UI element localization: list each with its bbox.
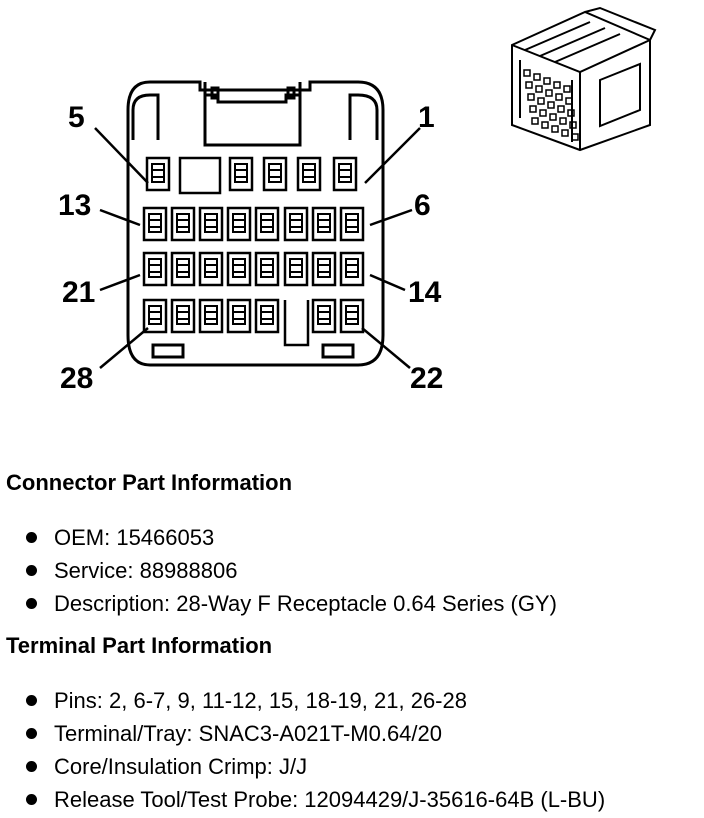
iso-pin	[535, 85, 543, 93]
bullet-icon	[26, 761, 37, 772]
list-item: Pins: 2, 6-7, 9, 11-12, 15, 18-19, 21, 2…	[22, 684, 605, 717]
cavity	[254, 298, 280, 334]
cavity	[228, 156, 254, 192]
cavity	[339, 298, 365, 334]
bullet-icon	[26, 728, 37, 739]
cavity	[226, 298, 252, 334]
list-item: Service: 88988806	[22, 554, 557, 587]
terminal-release-tool: Release Tool/Test Probe: 12094429/J-3561…	[54, 787, 606, 812]
bullet-icon	[26, 598, 37, 609]
pin-label-13: 13	[58, 189, 91, 222]
cavity	[142, 298, 168, 334]
cavity	[311, 206, 337, 242]
bullet-icon	[26, 532, 37, 543]
pin-label-22: 22	[410, 362, 443, 395]
cavity	[283, 206, 309, 242]
iso-pin	[567, 109, 575, 117]
cavity	[339, 251, 365, 287]
connector-info-list: OEM: 15466053 Service: 88988806 Descript…	[22, 521, 557, 620]
cavity	[142, 206, 168, 242]
terminal-info-title: Terminal Part Information	[6, 633, 273, 658]
terminal-info-list: Pins: 2, 6-7, 9, 11-12, 15, 18-19, 21, 2…	[22, 684, 605, 816]
pin-label-6: 6	[414, 189, 431, 222]
iso-pin	[553, 81, 561, 89]
bullet-icon	[26, 695, 37, 706]
pin-cavities	[142, 156, 365, 347]
cavity	[332, 156, 358, 192]
iso-pin	[549, 113, 557, 121]
iso-pin	[559, 117, 567, 125]
cavity	[296, 156, 322, 192]
cavity	[283, 251, 309, 287]
connector-service: Service: 88988806	[54, 558, 238, 583]
cavity	[198, 251, 224, 287]
connector-3d-illustration	[511, 6, 657, 152]
iso-pin	[547, 101, 555, 109]
list-item: Terminal/Tray: SNAC3-A021T-M0.64/20	[22, 717, 605, 750]
iso-pin	[541, 121, 549, 129]
cavity	[254, 206, 280, 242]
iso-pin	[561, 129, 569, 137]
iso-pin	[545, 89, 553, 97]
cavity	[198, 206, 224, 242]
terminal-tray: Terminal/Tray: SNAC3-A021T-M0.64/20	[54, 721, 442, 746]
iso-pin	[571, 133, 579, 141]
iso-pin	[557, 105, 565, 113]
cavity	[170, 251, 196, 287]
iso-pin	[563, 85, 571, 93]
connector-face	[126, 80, 385, 367]
cavity	[170, 206, 196, 242]
connector-description: Description: 28-Way F Receptacle 0.64 Se…	[54, 591, 557, 616]
iso-pin	[543, 77, 551, 85]
leader-lines	[94, 127, 421, 369]
key-slot	[283, 300, 310, 347]
list-item: Core/Insulation Crimp: J/J	[22, 750, 605, 783]
cavity	[311, 298, 337, 334]
pin-label-21: 21	[62, 276, 95, 309]
iso-pin	[551, 125, 559, 133]
iso-pin	[525, 81, 533, 89]
cavity	[142, 251, 168, 287]
pin-label-28: 28	[60, 362, 93, 395]
cavity	[262, 156, 288, 192]
iso-pin	[539, 109, 547, 117]
cavity	[145, 156, 171, 192]
terminal-crimp: Core/Insulation Crimp: J/J	[54, 754, 308, 779]
iso-pin	[569, 121, 577, 129]
list-item: Release Tool/Test Probe: 12094429/J-3561…	[22, 783, 605, 816]
cavity	[226, 206, 252, 242]
iso-pin	[523, 69, 531, 77]
iso-pin	[537, 97, 545, 105]
list-item: Description: 28-Way F Receptacle 0.64 Se…	[22, 587, 557, 620]
pin-label-5: 5	[68, 101, 85, 134]
bullet-icon	[26, 794, 37, 805]
cavity	[226, 251, 252, 287]
iso-pin	[529, 105, 537, 113]
connector-diagram: 5 1 13 6 21 14 28 22	[58, 6, 657, 395]
iso-pin	[555, 93, 563, 101]
iso-pin	[531, 117, 539, 125]
iso-pin	[527, 93, 535, 101]
iso-pin	[565, 97, 573, 105]
terminal-pins: Pins: 2, 6-7, 9, 11-12, 15, 18-19, 21, 2…	[54, 688, 467, 713]
cavity	[198, 298, 224, 334]
pin-label-14: 14	[408, 276, 442, 309]
connector-info-title: Connector Part Information	[6, 470, 293, 495]
iso-pin	[533, 73, 541, 81]
list-item: OEM: 15466053	[22, 521, 557, 554]
cavity	[339, 206, 365, 242]
connector-oem: OEM: 15466053	[54, 525, 215, 550]
cavity	[170, 298, 196, 334]
cavity	[254, 251, 280, 287]
pin-label-1: 1	[418, 101, 435, 134]
blank-cavity	[178, 156, 222, 195]
cavity	[311, 251, 337, 287]
bullet-icon	[26, 565, 37, 576]
